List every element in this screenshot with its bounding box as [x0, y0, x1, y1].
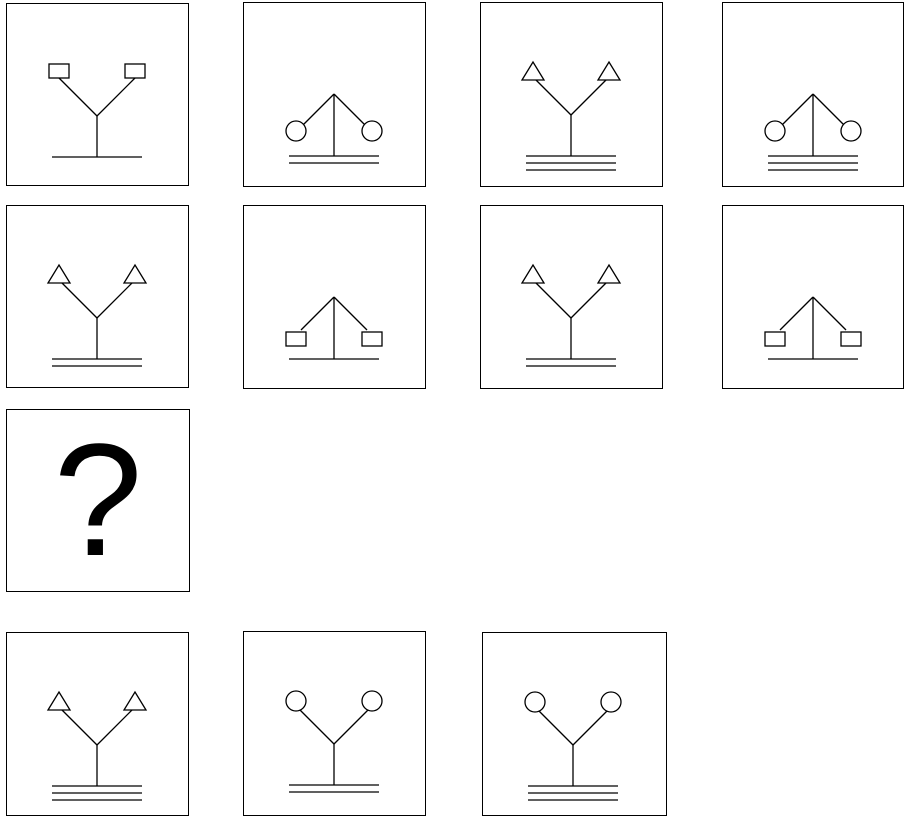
left-branch-line: [59, 78, 97, 116]
right-branch-line: [571, 280, 609, 318]
grid-tile-5: [6, 205, 189, 388]
question-mark: ?: [7, 410, 189, 590]
question-tile: ?: [6, 409, 190, 592]
grid-tile-6: [243, 205, 426, 389]
right-branch-line: [573, 707, 611, 745]
option-tile-2[interactable]: [243, 631, 426, 816]
left-triangle-icon: [48, 265, 70, 283]
left-circle-icon: [286, 691, 306, 711]
right-branch-line: [97, 707, 135, 745]
left-branch-line: [535, 707, 573, 745]
grid-tile-1: [6, 3, 189, 186]
left-square-icon: [49, 64, 69, 78]
option-tile-3[interactable]: [482, 632, 667, 816]
grid-tile-7: [480, 205, 663, 389]
right-branch-line: [334, 94, 367, 127]
right-square-icon: [362, 332, 382, 346]
left-branch-line: [780, 94, 813, 127]
right-circle-icon: [362, 691, 382, 711]
right-circle-icon: [841, 121, 861, 141]
right-triangle-icon: [124, 265, 146, 283]
left-branch-line: [533, 280, 571, 318]
grid-tile-3: [480, 2, 663, 187]
right-branch-line: [334, 297, 367, 330]
left-branch-line: [301, 297, 334, 330]
left-branch-line: [59, 707, 97, 745]
figure-8: [723, 206, 905, 390]
option-figure-3: [483, 633, 668, 817]
figure-7: [481, 206, 664, 390]
right-circle-icon: [362, 121, 382, 141]
left-branch-line: [533, 77, 571, 115]
right-branch-line: [813, 94, 846, 127]
right-square-icon: [841, 332, 861, 346]
figure-1: [7, 4, 190, 187]
option-tile-1[interactable]: [6, 632, 189, 816]
figure-6: [244, 206, 427, 390]
option-figure-2: [244, 632, 427, 817]
figure-5: [7, 206, 190, 389]
figure-2: [244, 3, 427, 188]
left-branch-line: [301, 94, 334, 127]
right-triangle-icon: [598, 265, 620, 283]
right-branch-line: [97, 78, 135, 116]
left-triangle-icon: [48, 692, 70, 710]
left-triangle-icon: [522, 62, 544, 80]
right-triangle-icon: [124, 692, 146, 710]
right-branch-line: [813, 297, 846, 330]
left-circle-icon: [286, 121, 306, 141]
right-square-icon: [125, 64, 145, 78]
right-branch-line: [571, 77, 609, 115]
left-branch-line: [59, 280, 97, 318]
left-circle-icon: [525, 692, 545, 712]
right-branch-line: [97, 280, 135, 318]
left-square-icon: [286, 332, 306, 346]
left-branch-line: [780, 297, 813, 330]
option-figure-1: [7, 633, 190, 817]
figure-3: [481, 3, 664, 188]
right-triangle-icon: [598, 62, 620, 80]
right-branch-line: [334, 706, 372, 744]
grid-tile-2: [243, 2, 426, 187]
left-triangle-icon: [522, 265, 544, 283]
figure-4: [723, 3, 905, 188]
left-circle-icon: [765, 121, 785, 141]
grid-tile-8: [722, 205, 904, 389]
left-square-icon: [765, 332, 785, 346]
right-circle-icon: [601, 692, 621, 712]
left-branch-line: [296, 706, 334, 744]
grid-tile-4: [722, 2, 904, 187]
